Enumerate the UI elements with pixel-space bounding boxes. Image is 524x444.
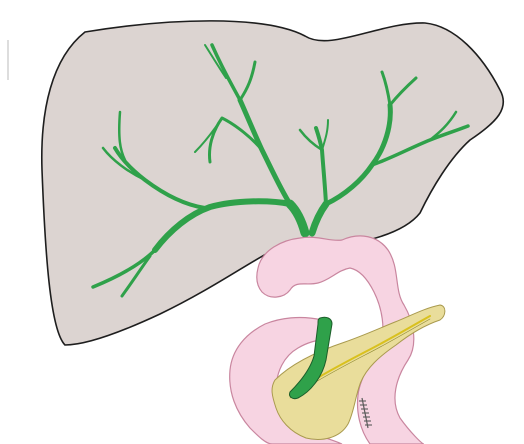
anatomy-illustration	[0, 0, 524, 444]
anatomy-diagram	[0, 0, 524, 444]
